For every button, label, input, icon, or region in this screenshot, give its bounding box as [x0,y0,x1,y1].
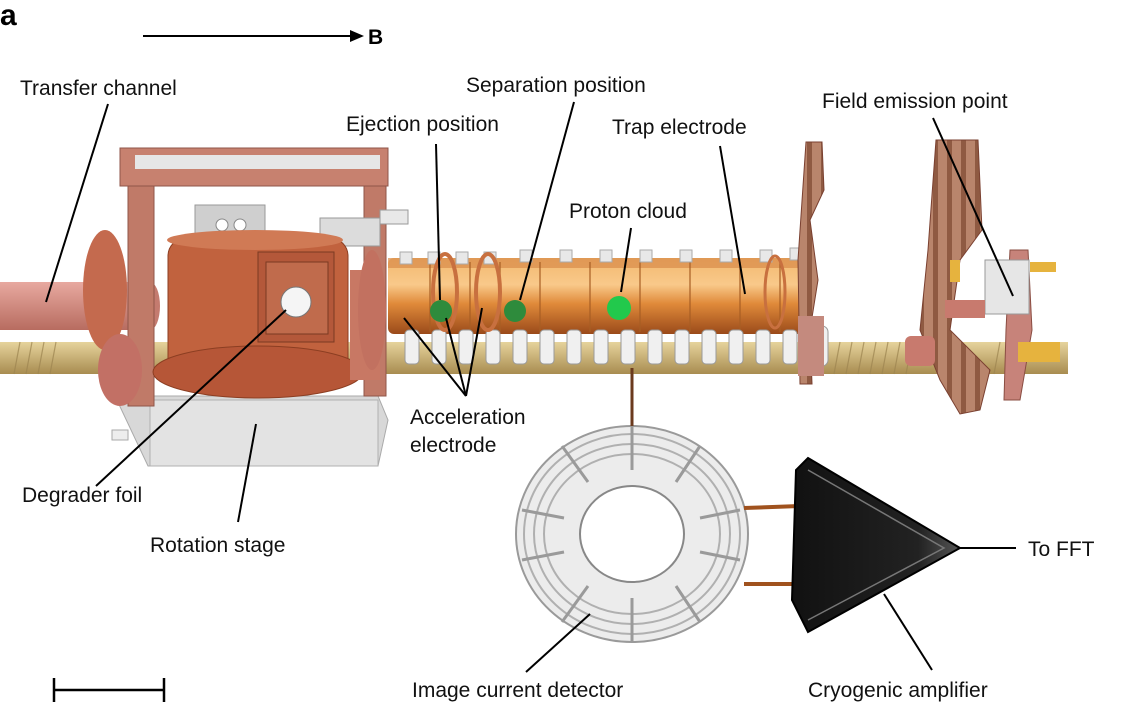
label-acceleration-electrode-line2: electrode [410,434,496,457]
label-image-current-detector: Image current detector [412,679,623,702]
scale-bar [52,678,166,702]
field-emission-assembly [905,139,1060,415]
label-rotation-stage: Rotation stage [150,534,285,557]
label-cryogenic-amplifier: Cryogenic amplifier [808,679,988,702]
connection-wires [743,504,801,586]
electrode-stack [388,247,829,367]
left-mount-frame [83,147,409,407]
degrader-assembly [152,230,386,399]
degrader-foil-disk [280,286,312,318]
label-separation-position: Separation position [466,74,646,97]
label-to-fft: To FFT [1028,538,1095,561]
rotation-stage-block [111,395,389,467]
right-flange [797,141,825,385]
magnetic-field-arrow: B [143,26,383,49]
label-trap-electrode: Trap electrode [612,116,747,139]
label-transfer-channel: Transfer channel [20,77,177,100]
label-ejection-position: Ejection position [346,113,499,136]
panel-label: a [0,0,17,32]
proton-cloud-marker [607,296,631,320]
separation-particle [504,300,526,322]
pointer-lines [45,101,1014,673]
field-label: B [368,26,383,49]
amplifier-triangle [790,456,963,634]
label-proton-cloud: Proton cloud [569,200,687,223]
label-acceleration-electrode-line1: Acceleration [410,406,526,429]
toroidal-coil [515,368,749,643]
label-degrader-foil: Degrader foil [22,484,142,507]
label-field-emission-point: Field emission point [822,90,1008,113]
ejection-particle [430,300,452,322]
